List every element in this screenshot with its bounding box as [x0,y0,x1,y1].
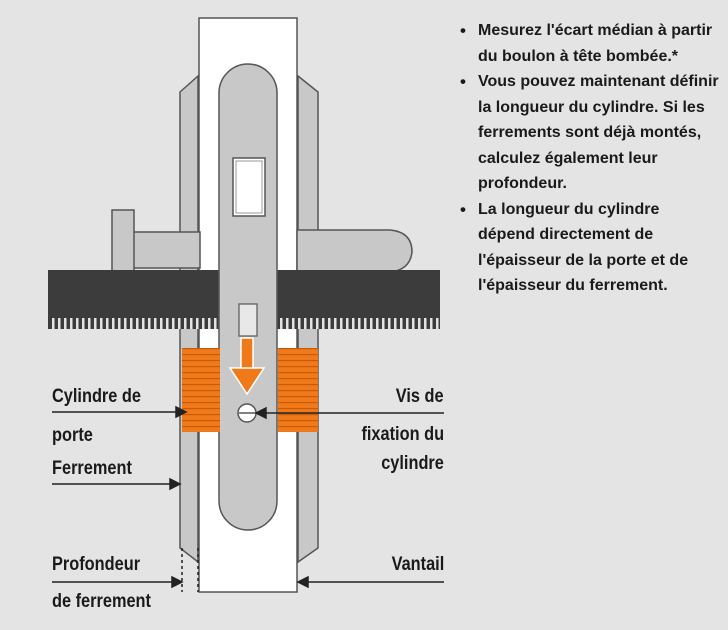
comb-tooth [82,318,85,329]
label-de-ferrement: de ferrement [52,591,151,612]
comb-tooth [76,318,79,329]
label-vantail: Vantail [391,554,444,575]
comb-tooth [400,318,403,329]
comb-tooth [94,318,97,329]
instruction-list: Mesurez l'écart médian à partir du boulo… [458,18,720,299]
comb-tooth [214,318,217,329]
comb-tooth [178,318,181,329]
comb-tooth [154,318,157,329]
comb-tooth [202,318,205,329]
comb-tooth [340,318,343,329]
comb-tooth [322,318,325,329]
cylinder-right [278,348,318,432]
comb-tooth [196,318,199,329]
door-body-comb [52,318,439,329]
comb-tooth [142,318,145,329]
comb-tooth [64,318,67,329]
comb-tooth [280,318,283,329]
comb-tooth [304,318,307,329]
comb-tooth [310,318,313,329]
comb-tooth [298,318,301,329]
instruction-item: Vous pouvez maintenant définir la longue… [458,69,720,197]
comb-tooth [172,318,175,329]
comb-tooth [418,318,421,329]
comb-tooth [388,318,391,329]
comb-tooth [286,318,289,329]
comb-tooth [412,318,415,329]
label-cylindre: cylindre [381,453,444,474]
comb-tooth [334,318,337,329]
comb-tooth [376,318,379,329]
comb-tooth [112,318,115,329]
label-ferrement: Ferrement [52,458,132,479]
comb-tooth [124,318,127,329]
fixing-screw-icon [237,403,257,423]
cylinder-left [182,348,220,432]
comb-tooth [52,318,55,329]
comb-tooth [130,318,133,329]
label-fixation-du: fixation du [361,424,444,445]
comb-tooth [364,318,367,329]
comb-tooth [58,318,61,329]
comb-tooth [184,318,187,329]
comb-tooth [106,318,109,329]
comb-tooth [370,318,373,329]
label-porte: porte [52,425,93,446]
arrow-down-icon [228,337,266,396]
comb-tooth [358,318,361,329]
comb-tooth [190,318,193,329]
comb-tooth [148,318,151,329]
instruction-item: Mesurez l'écart médian à partir du boulo… [458,18,720,69]
comb-tooth [352,318,355,329]
faceplate-window [232,157,266,217]
comb-tooth [394,318,397,329]
faceplate [218,63,278,531]
comb-tooth [328,318,331,329]
comb-tooth [100,318,103,329]
label-profondeur: Profondeur [52,554,141,575]
handle-shaft [129,231,201,269]
label-vis-de: Vis de [396,386,444,407]
comb-tooth [292,318,295,329]
comb-tooth [382,318,385,329]
instruction-item: La longueur du cylindre dépend directeme… [458,197,720,299]
cylinder-slot [238,303,258,337]
comb-tooth [316,318,319,329]
comb-tooth [160,318,163,329]
comb-tooth [88,318,91,329]
comb-tooth [430,318,433,329]
comb-tooth [136,318,139,329]
comb-tooth [406,318,409,329]
comb-tooth [424,318,427,329]
comb-tooth [166,318,169,329]
comb-tooth [208,318,211,329]
comb-tooth [70,318,73,329]
label-cylindre-de: Cylindre de [52,386,141,407]
comb-tooth [118,318,121,329]
comb-tooth [346,318,349,329]
comb-tooth [436,318,439,329]
lever-handle [296,229,413,273]
